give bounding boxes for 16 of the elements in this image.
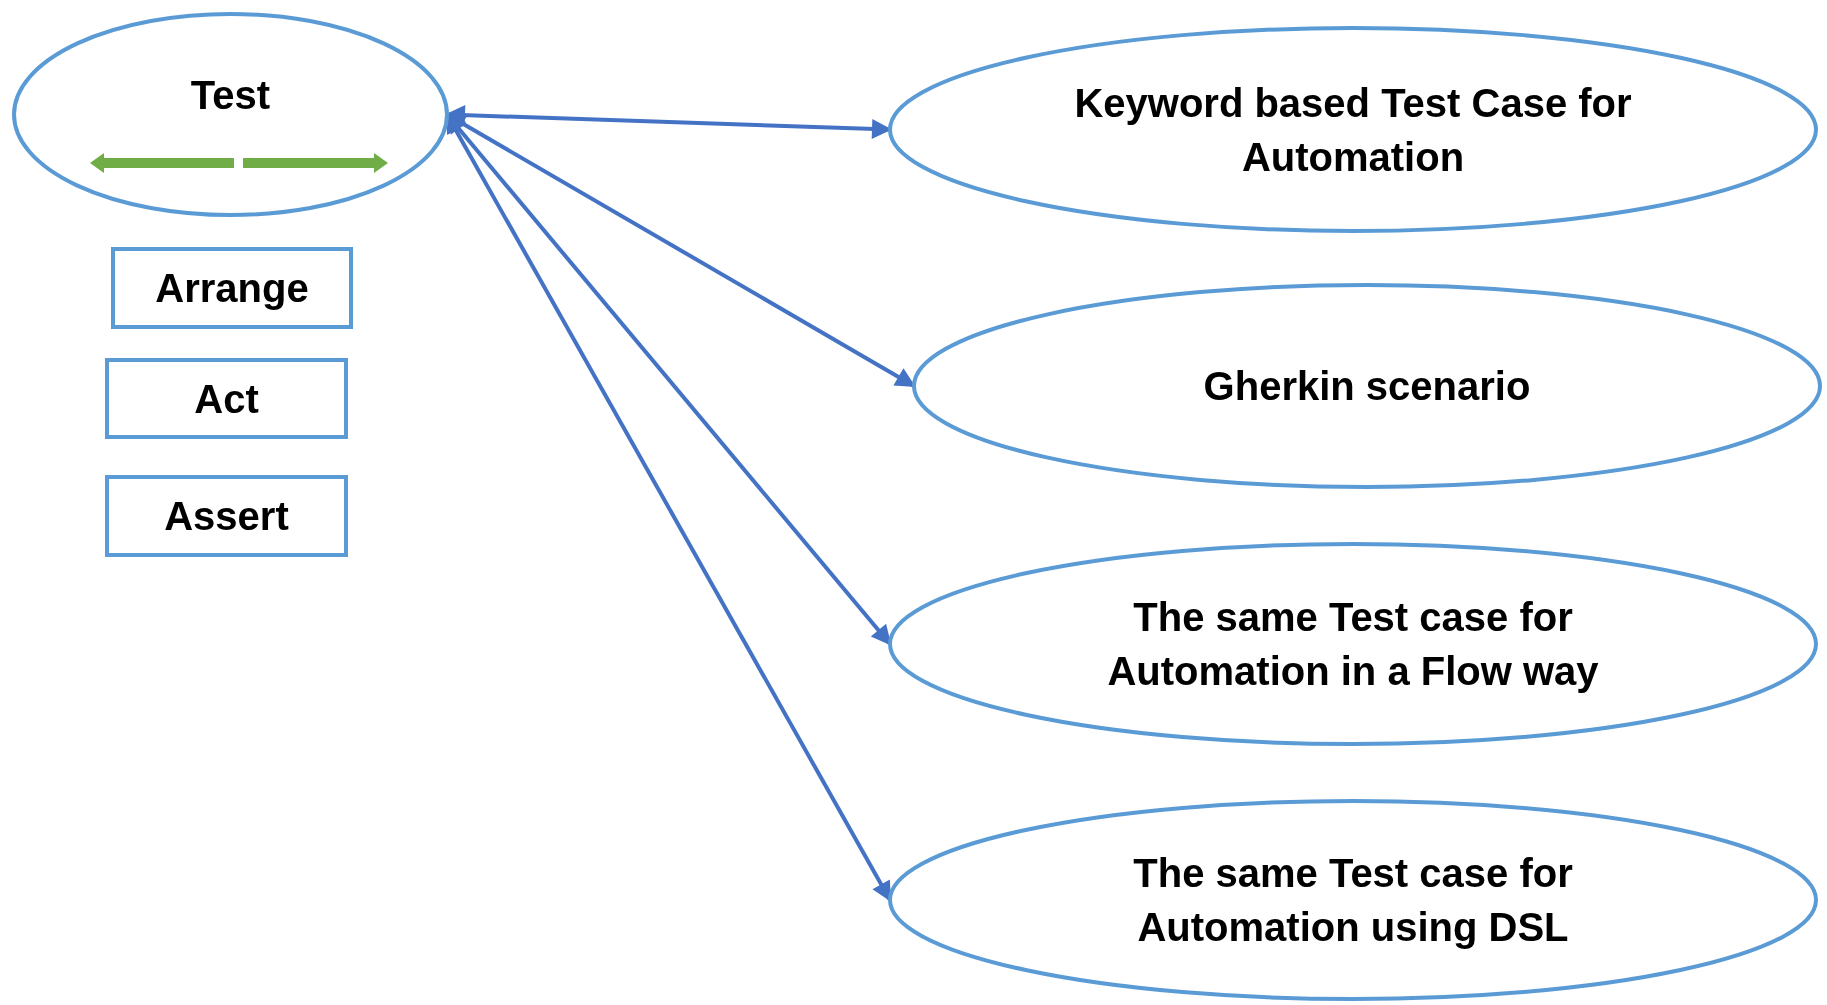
ellipse-node [912, 283, 1822, 489]
node-label: Keyword based Test Case for Automation [1073, 79, 1633, 181]
step-box [111, 247, 353, 329]
ellipse-node [888, 799, 1818, 1001]
node-label: Test [190, 71, 271, 119]
ellipse-node [888, 542, 1818, 746]
step-box [105, 358, 348, 439]
node-label: Act [194, 375, 259, 423]
step-box [105, 475, 348, 557]
ellipse-node [888, 26, 1818, 233]
node-label: Gherkin scenario [1203, 363, 1531, 410]
node-label: Assert [164, 493, 289, 540]
ellipse-node [12, 12, 449, 217]
node-label: The same Test case for Automation in a Flow way [1106, 594, 1600, 695]
node-label: Arrange [155, 265, 309, 312]
node-label: The same Test case for Automation using DSL [1132, 850, 1574, 951]
